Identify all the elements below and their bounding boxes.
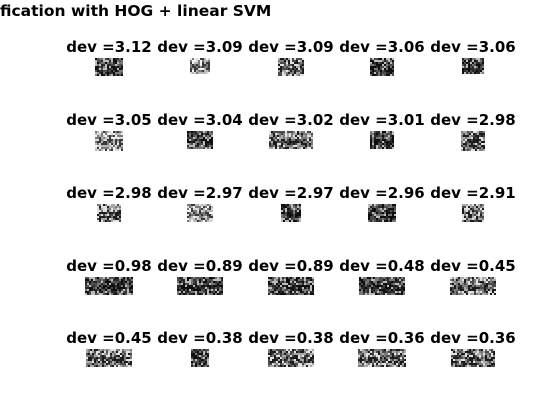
vehicle-thumbnail — [281, 204, 301, 222]
dev-label: dev =0.45 — [430, 257, 516, 275]
vehicle-thumbnail — [177, 277, 223, 295]
vehicle-thumbnail — [190, 58, 210, 74]
dev-label: dev =2.98 — [430, 111, 516, 129]
vehicle-thumbnail — [95, 58, 123, 76]
vehicle-thumbnail — [269, 131, 313, 149]
vehicle-thumbnail — [370, 58, 394, 76]
dev-label: dev =2.97 — [248, 184, 334, 202]
dev-label: dev =3.06 — [430, 38, 516, 56]
vehicle-thumbnail — [85, 277, 133, 295]
grid-cell: dev =0.36 — [423, 329, 523, 389]
vehicle-thumbnail — [370, 131, 394, 149]
vehicle-thumbnail — [268, 277, 314, 295]
grid-cell: dev =2.91 — [423, 184, 523, 244]
vehicle-thumbnail — [359, 277, 405, 295]
dev-label: dev =0.36 — [430, 329, 516, 347]
dev-label: dev =3.02 — [248, 111, 334, 129]
grid-cell: dev =0.48 — [332, 257, 432, 317]
vehicle-thumbnail — [187, 131, 213, 149]
dev-label: dev =0.98 — [66, 257, 152, 275]
grid-cell: dev =0.38 — [241, 329, 341, 389]
grid-cell: dev =0.45 — [423, 257, 523, 317]
grid-cell: dev =2.98 — [59, 184, 159, 244]
dev-label: dev =0.89 — [248, 257, 334, 275]
vehicle-thumbnail — [95, 131, 123, 151]
grid-cell: dev =3.09 — [150, 38, 250, 98]
dev-label: dev =3.06 — [339, 38, 425, 56]
grid-cell: dev =0.45 — [59, 329, 159, 389]
vehicle-thumbnail — [358, 349, 406, 367]
grid-cell: dev =3.01 — [332, 111, 432, 171]
dev-label: dev =2.98 — [66, 184, 152, 202]
grid-cell: dev =0.89 — [241, 257, 341, 317]
dev-label: dev =3.09 — [157, 38, 243, 56]
grid-cell: dev =3.05 — [59, 111, 159, 171]
vehicle-thumbnail — [462, 204, 484, 222]
dev-label: dev =0.36 — [339, 329, 425, 347]
dev-label: dev =0.45 — [66, 329, 152, 347]
vehicle-thumbnail — [462, 58, 484, 74]
vehicle-thumbnail — [97, 204, 121, 222]
dev-label: dev =0.38 — [248, 329, 334, 347]
dev-label: dev =2.91 — [430, 184, 516, 202]
dev-label: dev =2.97 — [157, 184, 243, 202]
grid-cell: dev =0.38 — [150, 329, 250, 389]
grid-cell: dev =3.02 — [241, 111, 341, 171]
grid-cell: dev =3.06 — [332, 38, 432, 98]
vehicle-thumbnail — [278, 58, 304, 76]
grid-cell: dev =2.97 — [150, 184, 250, 244]
dev-label: dev =3.09 — [248, 38, 334, 56]
vehicle-thumbnail — [268, 349, 314, 367]
dev-label: dev =0.38 — [157, 329, 243, 347]
vehicle-thumbnail — [86, 349, 132, 367]
vehicle-thumbnail — [451, 349, 495, 367]
grid-cell: dev =2.97 — [241, 184, 341, 244]
grid-cell: dev =2.96 — [332, 184, 432, 244]
dev-label: dev =3.04 — [157, 111, 243, 129]
dev-label: dev =0.48 — [339, 257, 425, 275]
dev-label: dev =3.01 — [339, 111, 425, 129]
grid-cell: dev =3.09 — [241, 38, 341, 98]
grid-cell: dev =0.98 — [59, 257, 159, 317]
dev-label: dev =3.05 — [66, 111, 152, 129]
grid-cell: dev =2.98 — [423, 111, 523, 171]
grid-cell: dev =0.36 — [332, 329, 432, 389]
dev-label: dev =0.89 — [157, 257, 243, 275]
vehicle-thumbnail — [461, 131, 485, 151]
vehicle-thumbnail — [191, 349, 209, 367]
grid-cell: dev =3.04 — [150, 111, 250, 171]
vehicle-thumbnail — [368, 204, 396, 222]
figure-title: fication with HOG + linear SVM — [0, 2, 272, 20]
vehicle-thumbnail — [187, 204, 213, 222]
dev-label: dev =3.12 — [66, 38, 152, 56]
vehicle-thumbnail — [450, 277, 496, 295]
grid-cell: dev =0.89 — [150, 257, 250, 317]
dev-label: dev =2.96 — [339, 184, 425, 202]
grid-cell: dev =3.06 — [423, 38, 523, 98]
grid-cell: dev =3.12 — [59, 38, 159, 98]
